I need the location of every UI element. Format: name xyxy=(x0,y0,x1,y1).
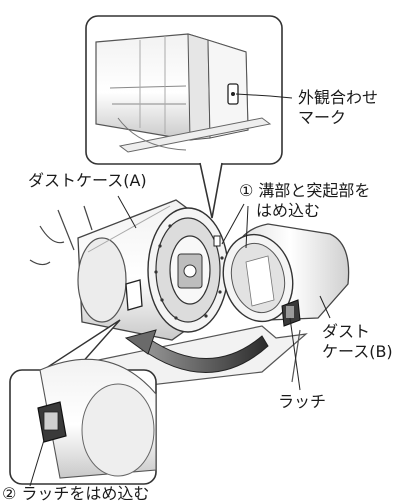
main-assembly-drawing xyxy=(29,199,350,393)
step1-leader-a xyxy=(221,203,245,245)
latch-label: ラッチ xyxy=(278,392,327,411)
step1-leader-b xyxy=(245,205,249,249)
latch-detail-callout xyxy=(9,358,157,485)
step1-label-line1: ① 溝部と突起部を xyxy=(239,181,371,200)
top-detail-callout xyxy=(85,15,283,219)
mark-label-line1: 外観合わせ xyxy=(298,88,379,107)
mark-label-line2: マーク xyxy=(298,108,347,127)
case-a-leader xyxy=(117,195,137,229)
step2-leader xyxy=(29,439,45,487)
dust-case-a-label: ダストケース(A) xyxy=(28,171,147,190)
latch-leader xyxy=(289,317,301,391)
mark-leader-line xyxy=(235,93,293,99)
step2-label: ② ラッチをはめ込む xyxy=(2,484,150,503)
dust-case-b-label-line2: ケース(B) xyxy=(322,342,393,361)
dust-case-b-label-line1: ダスト xyxy=(322,322,371,341)
case-b-leader xyxy=(319,295,331,319)
step1-label-line2: はめ込む xyxy=(256,201,321,220)
